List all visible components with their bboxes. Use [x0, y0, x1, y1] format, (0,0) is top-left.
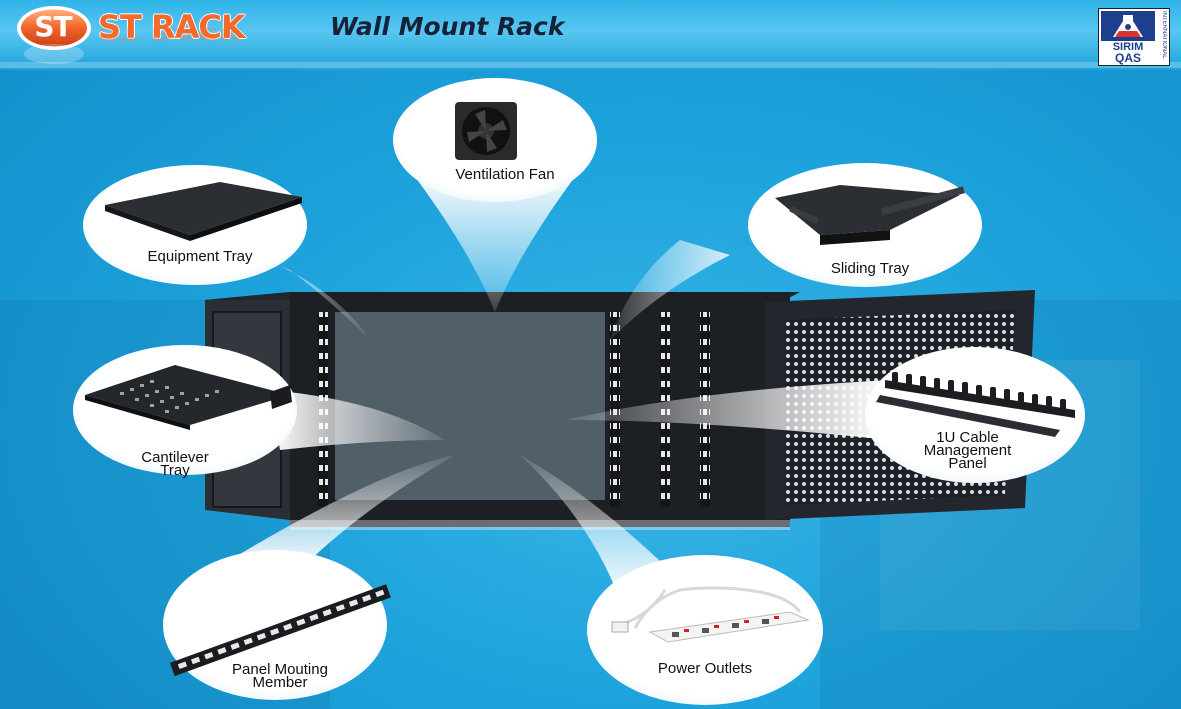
- sliding-tray-icon: [775, 185, 965, 245]
- label-cable-line3: Panel: [948, 455, 987, 472]
- label-power-outlets: Power Outlets: [657, 660, 753, 677]
- label-mounting-line2: Member: [252, 674, 308, 691]
- label-cantilever-line2: Tray: [160, 462, 190, 479]
- label-cable-line2: Management: [923, 442, 1012, 459]
- cert-top-text: SIRIM: [1112, 41, 1144, 53]
- tray-icon: [105, 182, 302, 241]
- sirim-qas-logo: SIRIM QAS INTERNATIONAL: [1098, 8, 1170, 66]
- flask-icon: [1101, 11, 1155, 41]
- label-mounting-member: Panel Mouting Member: [195, 661, 365, 691]
- label-equipment-tray: Equipment Tray: [147, 248, 253, 265]
- header-bar: ST ST RACK ST RACK Wall Mount Rack SIRIM…: [0, 0, 1181, 70]
- label-cantilever-line1: Cantilever: [141, 449, 209, 466]
- brand-name: ST RACK: [98, 8, 246, 46]
- mounting-rail-icon: [169, 584, 391, 677]
- cable-panel-icon: [876, 372, 1075, 437]
- cantilever-tray-icon: [85, 365, 292, 430]
- st-logo-icon: [17, 6, 91, 64]
- power-strip-icon: [611, 586, 810, 643]
- label-cable-line1: 1U Cable: [936, 429, 999, 446]
- page-title: Wall Mount Rack: [330, 12, 565, 41]
- header-stripe: [0, 62, 1181, 68]
- label-cantilever-tray: Cantilever Tray: [110, 449, 240, 479]
- label-sliding-tray: Sliding Tray: [830, 260, 910, 277]
- label-cable-panel: 1U Cable Management Panel: [880, 429, 1055, 472]
- cert-side-text: INTERNATIONAL: [1161, 11, 1167, 59]
- logo-mark: ST: [34, 10, 72, 43]
- label-ventilation-fan: Ventilation Fan: [455, 166, 555, 183]
- cert-bottom-text: QAS: [1114, 51, 1141, 65]
- label-mounting-line1: Panel Mouting: [232, 661, 328, 678]
- fan-icon: [455, 102, 517, 160]
